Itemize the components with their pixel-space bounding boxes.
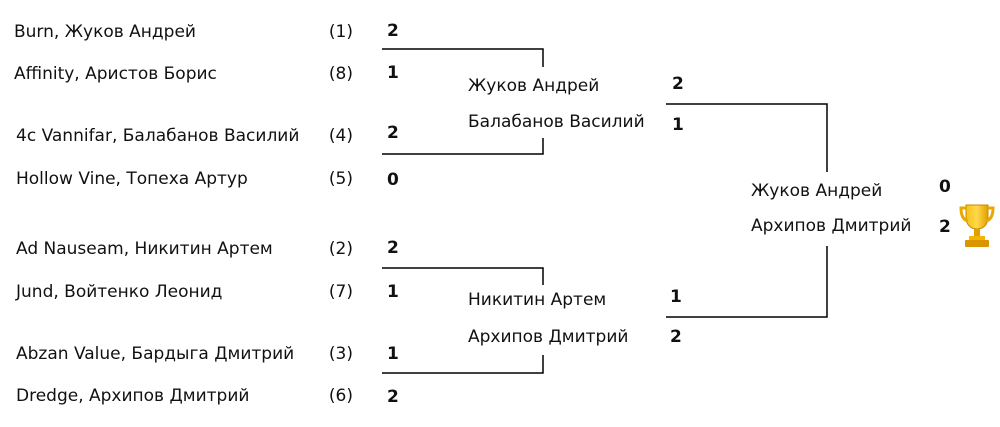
trophy-icon [959,204,995,247]
player-name: 4c Vannifar, Балабанов Василий [16,126,300,146]
seed: (3) [328,344,353,364]
seed: (4) [328,126,353,146]
player-name: Burn, Жуков Андрей [14,22,196,42]
player-name: Abzan Value, Бардыга Дмитрий [16,344,295,364]
score: 1 [387,63,399,83]
bracket-connector [666,103,828,172]
player-name: Affinity, Аристов Борис [14,64,217,84]
player-name: Архипов Дмитрий [468,327,629,347]
score: 2 [387,123,399,143]
player-name: Ad Nauseam, Никитин Артем [16,239,273,259]
score: 2 [672,74,684,94]
score: 2 [387,387,399,407]
player-name: Hollow Vine, Топеха Артур [16,169,248,189]
player-name: Архипов Дмитрий [751,216,912,236]
seed: (5) [328,169,353,189]
bracket-connector [382,355,544,374]
score: 0 [939,177,951,197]
seed: (7) [328,282,353,302]
bracket-connector [666,246,828,318]
score: 1 [672,115,684,135]
score: 1 [387,344,399,364]
score: 2 [387,21,399,41]
player-name: Jund, Войтенко Леонид [16,282,223,302]
score: 1 [387,282,399,302]
player-name: Dredge, Архипов Дмитрий [16,386,250,406]
seed: (6) [328,386,353,406]
score: 2 [939,217,951,237]
score: 1 [670,287,682,307]
player-name: Балабанов Василий [468,112,645,132]
score: 0 [387,170,399,190]
player-name: Никитин Артем [468,290,607,310]
score: 2 [387,238,399,258]
player-name: Жуков Андрей [751,181,883,201]
seed: (2) [328,239,353,259]
bracket-connector [382,267,544,285]
bracket-connector [382,48,544,67]
seed: (8) [328,64,353,84]
bracket-connector [382,138,544,155]
player-name: Жуков Андрей [468,76,600,96]
score: 2 [670,327,682,347]
seed: (1) [328,22,353,42]
